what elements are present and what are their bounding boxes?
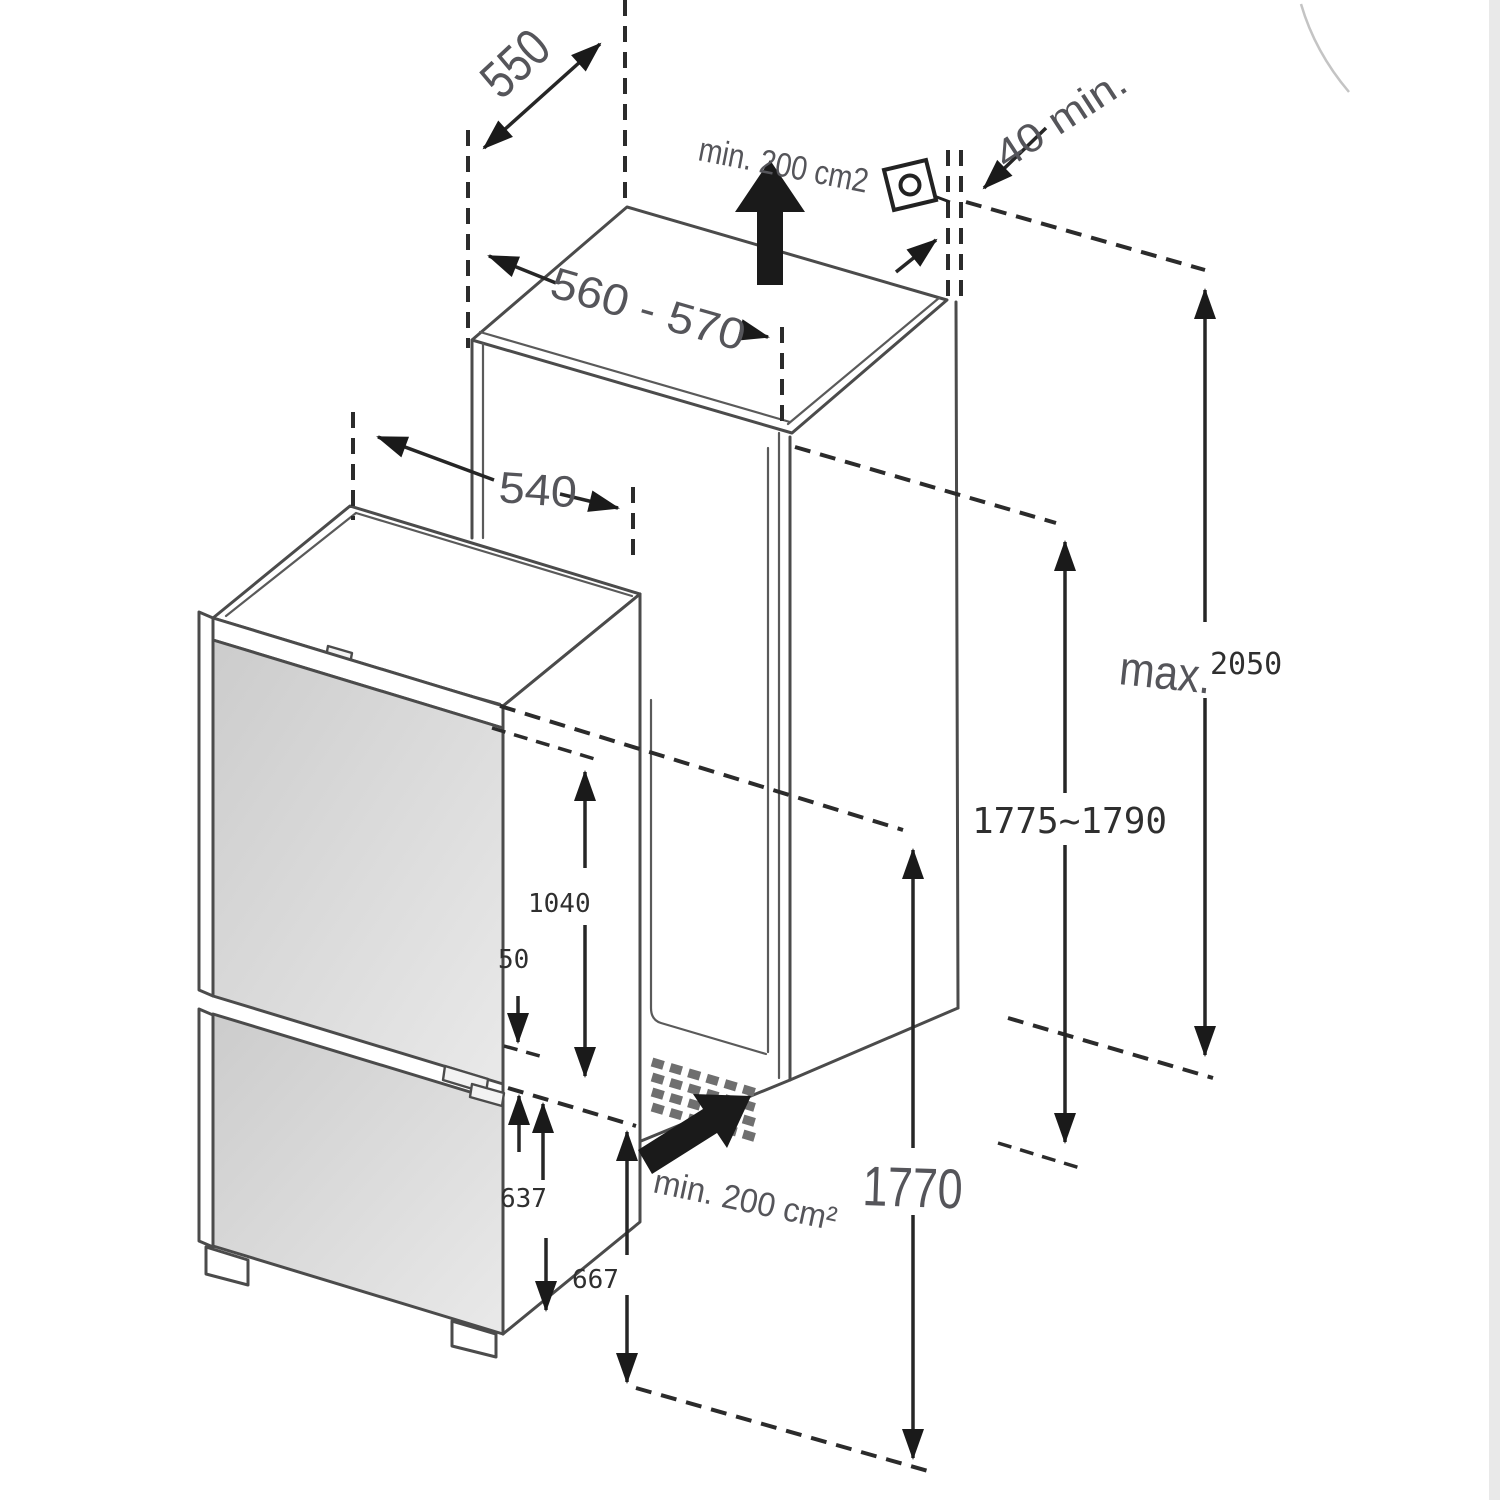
label-door-gap: 50 [498, 945, 529, 975]
cabinet-door-outline-left [649, 698, 768, 1056]
label-upper-door-height: 1040 [528, 889, 591, 919]
page-corner-fold [1299, 3, 1350, 93]
fridge-foot-right [450, 1319, 498, 1359]
cabinet-top-inner-edge-right [786, 296, 941, 426]
label-max-value: 2050 [1210, 647, 1282, 682]
cabinet-top-face [470, 205, 949, 435]
power-outlet-icon [881, 157, 951, 213]
dim-niche-height: 1775~1790 [972, 540, 1167, 1144]
guide-floor-level [635, 1386, 936, 1475]
page-edge-shadow [1489, 0, 1500, 1500]
airflow-arrow-bottom-icon [638, 1094, 751, 1174]
fridge-top-rim-right [354, 511, 634, 598]
label-appliance-height: 1770 [862, 1154, 964, 1220]
guide-niche-floor-level [997, 1141, 1081, 1170]
guide-divider-level [507, 1086, 637, 1128]
label-freezer-door-height: 637 [500, 1184, 547, 1214]
fridge-top-rim-left [224, 511, 358, 618]
guide-ceiling-level [965, 200, 1206, 272]
freezer-door-side-edge [197, 1007, 215, 1249]
airflow-arrows [638, 160, 805, 1174]
fridge-freezer-unit [197, 504, 642, 1359]
mid-door-hinge [441, 1064, 506, 1108]
guide-appliance-top-level [499, 704, 904, 832]
housing-cabinet [470, 205, 960, 1144]
label-max-prefix: max. [1117, 642, 1214, 704]
niche-width-arrow-right [737, 319, 770, 341]
dim-depth-550: 550 [470, 18, 602, 150]
depth-dimension-arrow [482, 42, 602, 150]
page-artifacts [1299, 0, 1500, 1500]
label-appliance-width: 540 [497, 463, 578, 517]
cabinet-top-inner-edge [478, 330, 792, 424]
upper-door-side-edge [197, 610, 215, 998]
niche-width-arrow-left [487, 254, 557, 285]
label-bottom-vent: min. 200 cm² [650, 1163, 840, 1239]
dim-freezer-637: 637 [500, 1094, 557, 1312]
guide-door-top-level [491, 726, 599, 762]
dim-appliance-height-1770: 1770 [862, 848, 964, 1460]
label-niche-height: 1775~1790 [972, 801, 1167, 842]
airflow-arrow-top-icon [735, 160, 805, 285]
dim-door-gap-50: 50 [498, 945, 529, 1044]
dim-upper-door-1040: 1040 [528, 770, 596, 1078]
cabinet-side-bottom-edge [788, 1006, 960, 1082]
guide-niche-top-level [794, 445, 1057, 525]
construction-lines [351, 0, 1214, 1475]
appliance-width-arrow-left [376, 435, 495, 482]
rear-gap-arrow-small [894, 238, 938, 274]
appliance-width-arrow-right [559, 490, 620, 512]
label-freezer-total-height: 667 [572, 1265, 619, 1295]
guide-door-gap-upper [503, 1044, 541, 1058]
rear-gap-arrow [982, 126, 1048, 190]
dim-freezer-667: 667 [572, 1130, 638, 1384]
label-bottom-vent-group: min. 200 cm² [650, 1163, 840, 1239]
dim-appliance-width-540: 540 [376, 435, 620, 517]
guide-max-floor-level [1007, 1016, 1214, 1080]
fridge-foot-left [204, 1245, 250, 1287]
label-rear-gap: 40 min. [987, 60, 1135, 178]
cabinet-back-right-edge [954, 300, 960, 1010]
dim-max-height-2050: max. 2050 [1117, 288, 1282, 1057]
label-top-depth: 550 [470, 18, 562, 110]
